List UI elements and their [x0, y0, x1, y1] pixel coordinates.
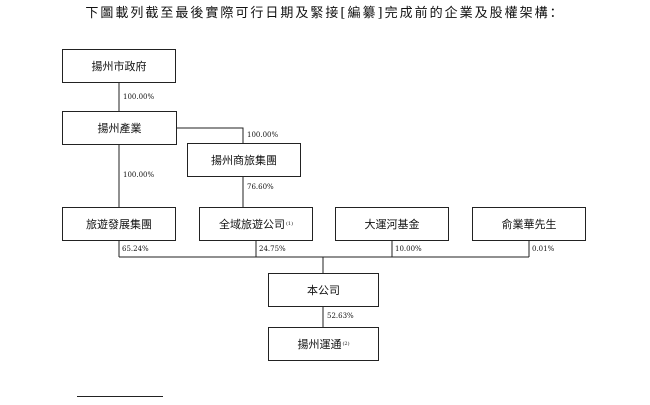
pct-commerce-to-quanyu: 76.60%	[247, 183, 274, 191]
entity-company: 本公司	[268, 273, 379, 307]
entity-yangzhou-transport: 揚州運通(2)	[268, 327, 379, 361]
entity-yu-yehua: 俞業華先生	[472, 207, 586, 241]
pct-industry-to-commerce: 100.00%	[247, 131, 279, 139]
footnote-marker: (1)	[285, 221, 294, 227]
line-industry-commerce	[177, 127, 244, 143]
entity-tourism-dev: 旅遊發展集團	[62, 207, 176, 241]
entity-label: 本公司	[307, 284, 340, 297]
entity-yangzhou-gov: 揚州市政府	[62, 49, 176, 83]
entity-label: 揚州商旅集團	[211, 154, 277, 167]
entity-label: 揚州運通	[297, 338, 342, 351]
entity-yangzhou-commerce-tourism: 揚州商旅集團	[187, 143, 301, 177]
pct-tourism-dev-to-company: 65.24%	[122, 245, 149, 253]
pct-quanyu-to-company: 24.75%	[259, 245, 286, 253]
pct-yu-to-company: 0.01%	[532, 245, 555, 253]
entity-yangzhou-industry: 揚州產業	[62, 111, 177, 145]
entity-grand-canal-fund: 大運河基金	[335, 207, 449, 241]
entity-label: 揚州市政府	[91, 60, 147, 73]
entity-label: 全域旅遊公司	[218, 218, 285, 231]
footnote-marker: (2)	[342, 341, 350, 347]
entity-label: 揚州產業	[97, 122, 142, 135]
entity-quanyu-tourism: 全域旅遊公司(1)	[199, 207, 313, 241]
pct-gov-to-industry: 100.00%	[123, 93, 155, 101]
intro-text: 下圖載列截至最後實際可行日期及緊接[編纂]完成前的企業及股權架構：	[85, 6, 565, 21]
pct-industry-to-tourism-dev: 100.00%	[123, 171, 155, 179]
pct-company-to-transport: 52.63%	[327, 312, 354, 320]
pct-fund-to-company: 10.00%	[395, 245, 422, 253]
entity-label: 旅遊發展集團	[86, 218, 152, 231]
footnote-divider	[77, 396, 163, 397]
entity-label: 大運河基金	[364, 218, 420, 231]
entity-label: 俞業華先生	[501, 218, 557, 231]
